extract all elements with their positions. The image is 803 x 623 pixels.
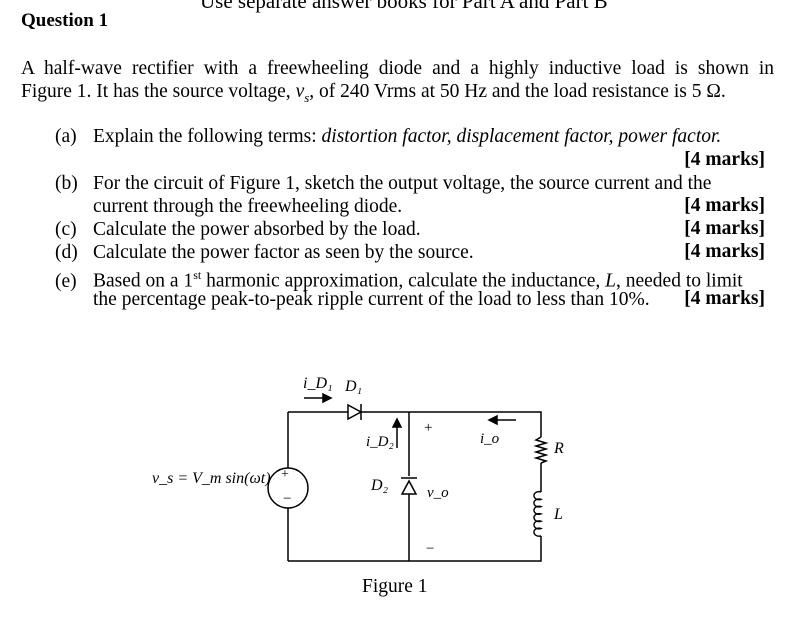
source-label: v_s = V_m sin(ωt) [152, 470, 271, 487]
id1-arrow [304, 392, 333, 404]
part-label: (d) [55, 242, 78, 263]
id1-label: i_D₁ [303, 375, 333, 392]
diode-d1 [341, 403, 369, 421]
part-e: (e) Based on a 1st harmonic approximation… [55, 264, 743, 293]
r-label: R [553, 440, 564, 457]
part-label: (e) [55, 270, 77, 292]
source-voltage-symbol: vs [295, 81, 310, 105]
part-c: (c) Calculate the power absorbed by the l… [55, 218, 421, 241]
inductor [533, 490, 544, 537]
part-e-sup: st [193, 268, 202, 282]
intro-line-2: Figure 1. It has the source voltage, vs,… [21, 80, 774, 109]
source-voltage-sub: s [304, 89, 310, 105]
part-label: (c) [55, 219, 77, 240]
intro-line-1: A half-wave rectifier with a freewheelin… [21, 58, 774, 79]
wire-top-right [369, 411, 542, 437]
io-arrow [487, 414, 516, 426]
part-b: (b) For the circuit of Figure 1, sketch t… [55, 172, 711, 195]
vo-minus: − [426, 541, 434, 557]
diode-d2 [400, 477, 418, 495]
part-d-text: Calculate the power factor as seen by th… [93, 242, 474, 263]
intro-text-a: Figure 1. It has the source voltage, [21, 81, 296, 102]
vo-label: v_o [427, 485, 449, 501]
part-e-text-c: , needed to limit [615, 270, 743, 292]
part-label: (b) [55, 173, 78, 194]
part-d: (d) Calculate the power factor as seen by… [55, 241, 474, 264]
part-a-text: Explain the following terms: [93, 126, 322, 147]
source-voltage-var: v [295, 81, 305, 102]
part-e-marks: [4 marks] [684, 288, 765, 309]
figure-caption: Figure 1 [362, 576, 428, 597]
part-d-marks: [4 marks] [684, 241, 765, 262]
io-label: i_o [480, 431, 500, 447]
part-b-marks: [4 marks] [684, 195, 765, 216]
question-title: Question 1 [21, 10, 109, 31]
question-intro: A half-wave rectifier with a freewheelin… [21, 57, 774, 109]
vo-plus: + [424, 420, 432, 436]
d1-label: D₁ [344, 378, 362, 395]
source-minus: − [283, 491, 291, 507]
part-e-text-a: Based on a 1 [93, 270, 194, 292]
source-plus: + [281, 467, 289, 482]
part-a-marks: [4 marks] [684, 149, 765, 170]
resistor [533, 436, 549, 464]
intro-text-b: , of 240 Vrms at 50 Hz and the load resi… [309, 81, 726, 102]
l-label: L [553, 506, 563, 523]
part-b-line-2: current through the freewheeling diode. [93, 196, 403, 217]
part-e-text-b: harmonic approximation, calculate the in… [201, 270, 606, 292]
part-e-line-2: the percentage peak-to-peak ripple curre… [93, 289, 650, 310]
id2-arrow [391, 417, 403, 448]
part-a: (a) Explain the following terms: distorti… [55, 125, 721, 148]
part-c-text: Calculate the power absorbed by the load… [93, 219, 421, 240]
d2-label: D₂ [370, 477, 389, 494]
part-a-italic-text: distortion factor, displacement factor, … [321, 126, 722, 147]
ac-source: + − [267, 467, 309, 509]
header-fragment: Use separate answer books for Part A and… [200, 0, 608, 13]
part-c-marks: [4 marks] [684, 218, 765, 239]
part-b-line-1: For the circuit of Figure 1, sketch the … [93, 173, 712, 194]
id2-label: i_D₂ [366, 434, 394, 450]
wire-bottom [288, 536, 542, 562]
inductance-symbol: L [605, 270, 616, 292]
part-label: (a) [55, 126, 77, 147]
